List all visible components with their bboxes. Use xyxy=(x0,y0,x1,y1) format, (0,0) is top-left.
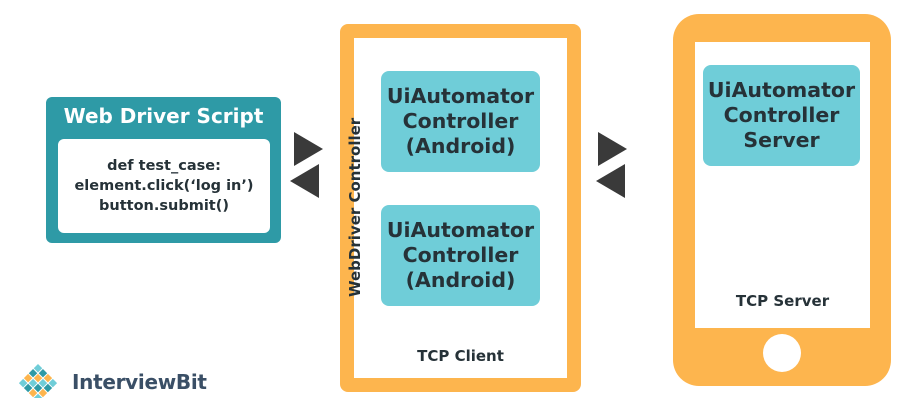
tcp-client-label: TCP Client xyxy=(417,347,504,365)
arrow-right-icon xyxy=(294,132,323,166)
box-line: UiAutomator xyxy=(707,78,856,102)
script-title: Web Driver Script xyxy=(63,104,264,128)
tcp-server-label: TCP Server xyxy=(735,292,830,310)
script-code-box: def test_case: element.click(‘log in’) b… xyxy=(58,139,270,233)
box-line: Controller xyxy=(402,109,519,133)
box-line: Controller xyxy=(402,243,519,267)
box-line: (Android) xyxy=(405,134,516,158)
box-line: (Android) xyxy=(405,268,516,292)
code-line: def test_case: xyxy=(107,158,221,174)
uiautomator-controller-server-box: UiAutomator Controller Server xyxy=(703,65,860,166)
box-line: UiAutomator xyxy=(386,84,535,108)
box-line: UiAutomator xyxy=(386,218,535,242)
code-line: element.click(‘log in’) xyxy=(74,178,254,194)
arrow-left-icon xyxy=(596,164,625,198)
phone-home-button-icon xyxy=(763,334,801,372)
uiautomator-controller-box-1: UiAutomator Controller (Android) xyxy=(381,71,540,172)
interviewbit-logo-text: InterviewBit xyxy=(72,370,207,394)
webdriver-controller-label-text: WebDriver Controller xyxy=(346,117,364,297)
interviewbit-logo-icon xyxy=(18,364,58,398)
box-line: Controller xyxy=(723,103,840,127)
arrow-left-icon xyxy=(290,164,319,198)
uiautomator-controller-box-2: UiAutomator Controller (Android) xyxy=(381,205,540,306)
web-driver-script-panel: Web Driver Script def test_case: element… xyxy=(46,97,281,243)
box-line: Server xyxy=(743,128,820,152)
code-line: button.submit() xyxy=(99,198,229,214)
arrow-right-icon xyxy=(598,132,627,166)
